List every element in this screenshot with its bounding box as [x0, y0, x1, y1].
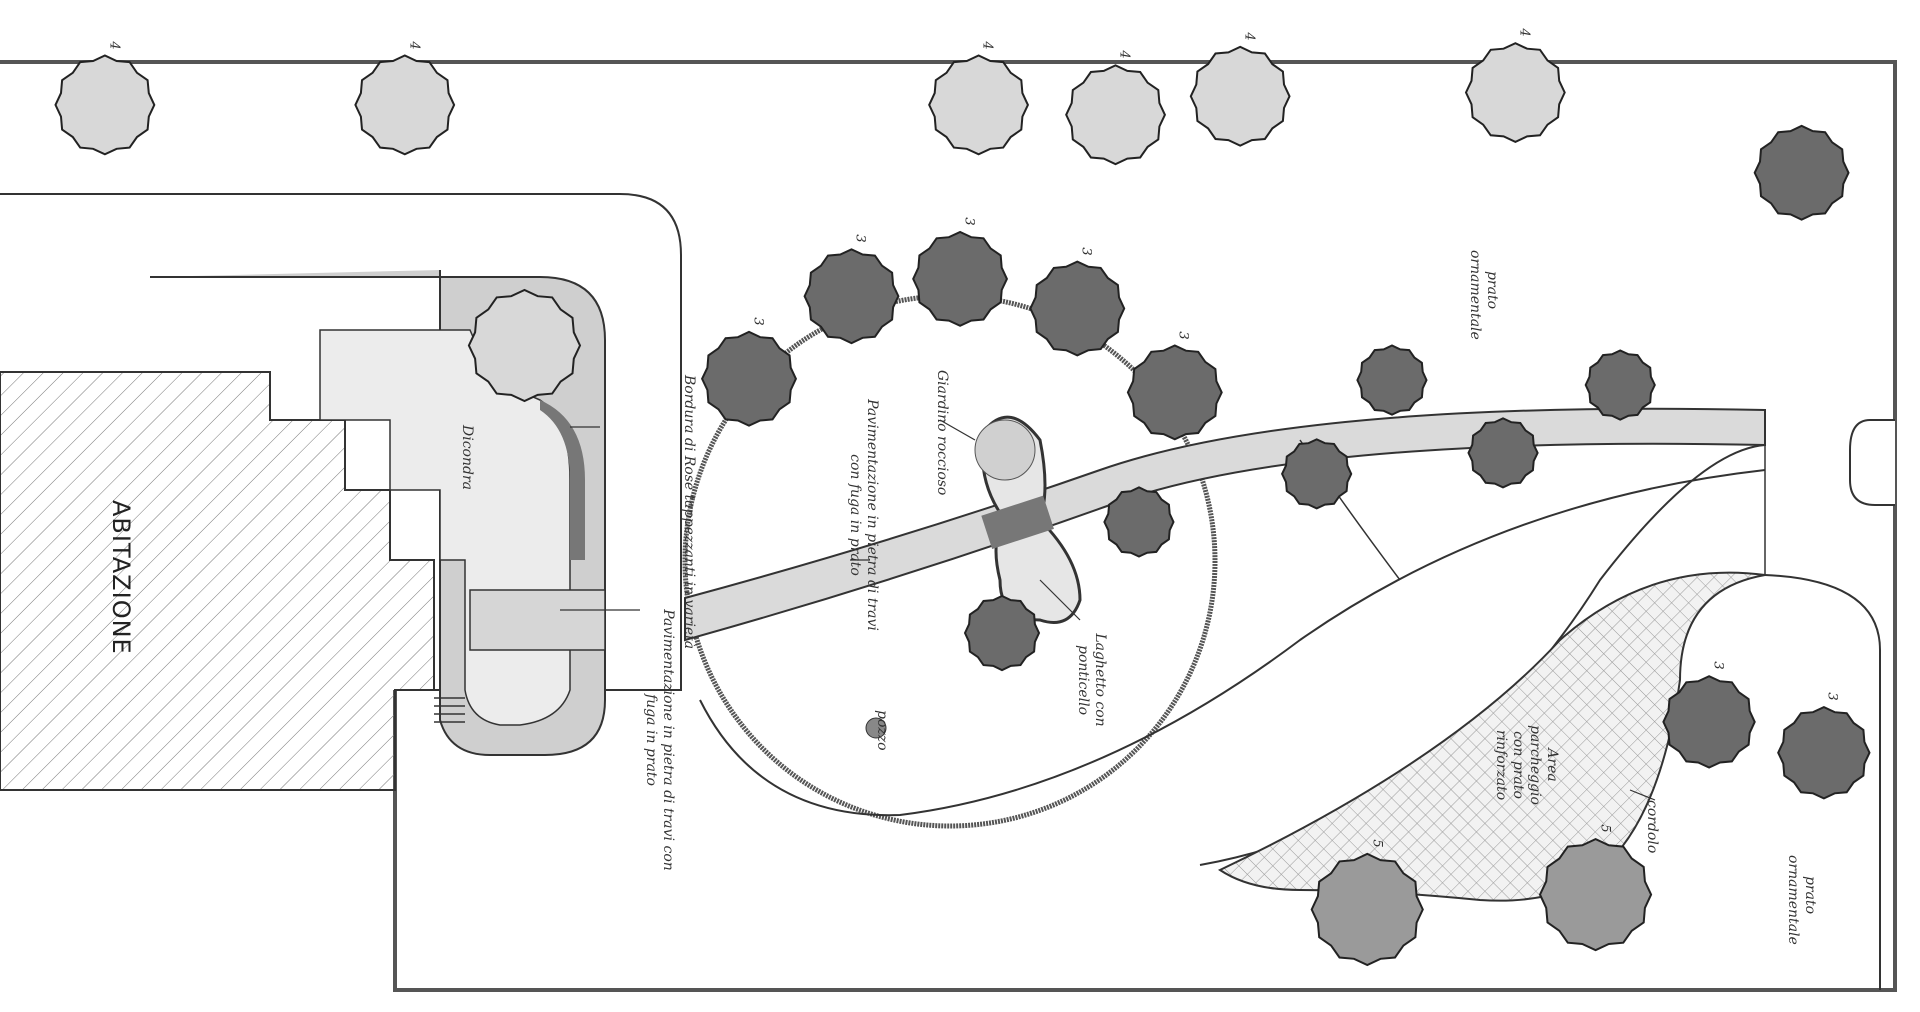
tree-icon	[912, 230, 1009, 327]
tree-icon	[1464, 42, 1566, 144]
tree-icon	[1467, 417, 1539, 489]
tree-number-label: 3	[1825, 692, 1841, 701]
tree-icon	[1103, 486, 1175, 558]
tree-icon	[700, 330, 798, 427]
well-icon	[865, 717, 887, 739]
tree-icon	[1584, 349, 1656, 421]
tree-icon	[963, 594, 1041, 672]
tree-icon	[1356, 344, 1428, 416]
tree-number-label: 3	[961, 217, 977, 226]
rose-border-dark	[540, 400, 585, 560]
bridge	[981, 495, 1054, 550]
paving-strip-house	[469, 589, 606, 651]
tree-icon	[1029, 260, 1126, 357]
right-notch	[1849, 419, 1895, 506]
curb-label: cordolo	[1644, 800, 1660, 854]
paving-label-house: Pavimentazione in pietra di travi con fu…	[643, 609, 676, 871]
tree-number-label: 3	[852, 234, 868, 243]
leader-lines	[560, 419, 1656, 801]
tree-icon	[1065, 64, 1167, 166]
lawn-label-north: prato ornamentale	[1467, 250, 1500, 340]
tree-icon	[1538, 837, 1653, 952]
tree-number-label: 5	[1597, 824, 1613, 833]
tree-number-label: 3	[1078, 246, 1094, 256]
tree-icon	[1753, 124, 1850, 221]
house-steps-icon	[434, 697, 465, 723]
dichondra-label: Dicondra	[459, 425, 475, 490]
paving-label-path: Pavimentazione in pietra di travi con fu…	[847, 399, 880, 631]
well-label: pozzo	[874, 710, 890, 751]
rock-garden-label: Giardino roccioso	[934, 370, 950, 496]
tree-number-label: 3	[1710, 661, 1726, 670]
tree-icon	[1310, 852, 1424, 967]
front-lawn-edge	[1764, 574, 1881, 990]
tree-icon	[1280, 438, 1353, 510]
house-footprint	[0, 371, 435, 791]
tree-icon	[1777, 705, 1871, 800]
tree-number-label: 4	[980, 40, 996, 50]
pond-label: Laghetto con ponticello	[1075, 633, 1108, 727]
tree-number-label: 3	[750, 317, 766, 326]
lawn-label-south: prato ornamentale	[1785, 855, 1818, 945]
tree-number-label: 4	[406, 40, 422, 50]
tree-icon	[803, 248, 900, 345]
tree-icon	[1662, 675, 1756, 769]
tree-icon	[1189, 45, 1291, 147]
tree-number-label: 5	[1369, 839, 1385, 848]
tree-number-label: 3	[1176, 330, 1192, 340]
tree-icon	[54, 54, 156, 156]
tree-number-label: 4	[1241, 32, 1257, 41]
rose-border-label: Bordura di Rose tappezzanti in varietà	[681, 375, 697, 650]
tree-icon	[467, 288, 582, 403]
tree-number-label: 4	[1117, 50, 1133, 60]
tree-icon	[928, 54, 1030, 156]
driveway-curve	[699, 469, 1766, 817]
rock-garden	[974, 419, 1036, 481]
house-yard-outline	[0, 193, 682, 691]
tree-icon	[354, 54, 456, 156]
tree-number-label: 4	[1516, 28, 1532, 37]
tree-number-label: 4	[106, 40, 122, 50]
house-label: ABITAZIONE	[107, 500, 135, 655]
tree-icon	[1126, 344, 1223, 441]
parking-label: Area parcheggio con prato rinforzato	[1493, 725, 1560, 805]
